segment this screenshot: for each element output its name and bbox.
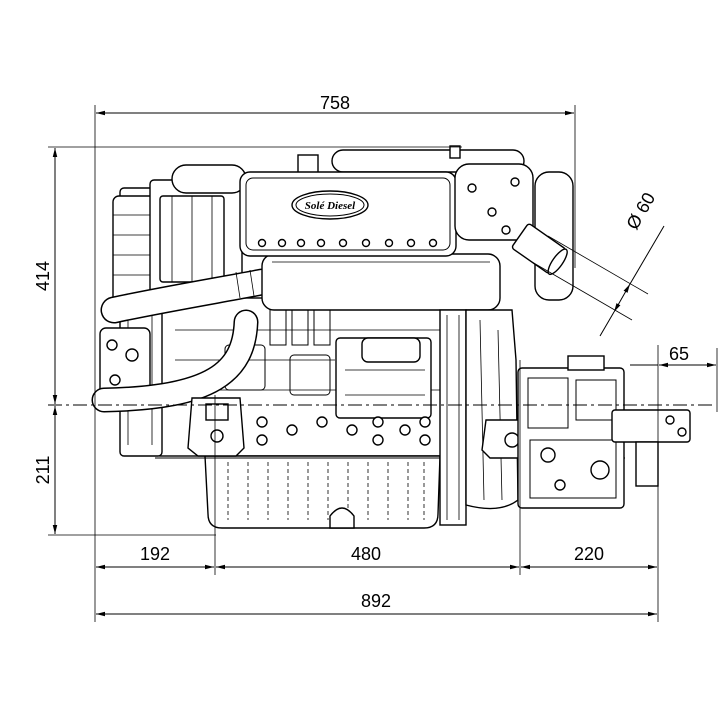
dimension-bottom-segments: 192 480 220 [96,544,657,570]
dimension-segment-2-label: 480 [351,544,381,564]
brand-logo: Solé Diesel [291,190,369,220]
dimension-top-length: 758 [96,93,574,116]
manifold-cover: Solé Diesel [239,171,457,257]
dimension-segment-3-label: 220 [574,544,604,564]
left-top-hose [171,164,247,194]
dimension-segment-1-label: 192 [140,544,170,564]
dimension-upper-height: 414 [33,148,58,404]
dimension-upper-height-label: 414 [33,261,53,291]
front-pulley-upper [112,195,158,305]
bell-housing [465,309,519,510]
dimension-exhaust-diameter-label: Ø 60 [622,189,659,233]
dimension-lower-height-label: 211 [33,456,53,485]
intake-hose-lower [91,309,259,413]
brand-logo-text: Solé Diesel [305,200,356,212]
dimension-lower-height: 211 [33,406,58,534]
oil-pan [204,455,441,529]
gearbox [517,355,625,509]
dimension-overall-length: 892 [96,591,657,617]
engine-drawing: Solé Diesel [91,145,691,529]
dimension-overall-length-label: 892 [361,591,391,611]
dimension-shaft-offset-label: 65 [669,344,689,364]
left-engine-mount [187,397,245,457]
dimensions: 758 414 211 192 480 220 892 [33,93,718,622]
dimension-shaft-offset: 65 [630,344,716,368]
cover-bolts [257,238,438,248]
block-bolts [256,416,431,446]
alternator [149,179,243,299]
dimension-top-length-label: 758 [320,93,350,113]
extension-lines [48,105,718,622]
starter-motor [335,337,432,419]
heat-exchanger [261,253,501,311]
exhaust-elbow [454,163,568,276]
flywheel-housing [439,309,467,526]
intake-hose-upper [100,268,276,324]
